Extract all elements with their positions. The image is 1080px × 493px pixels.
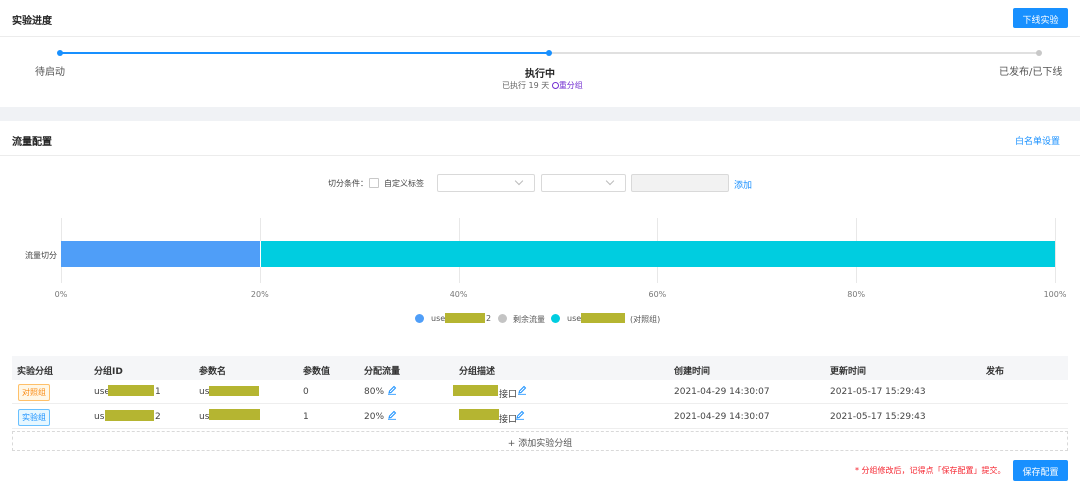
step-dot-published <box>1036 50 1042 56</box>
redacted-block <box>209 386 259 396</box>
edit-pencil-icon[interactable] <box>387 410 397 420</box>
progress-track-remaining <box>550 52 1038 54</box>
x-tick-label: 100% <box>1043 290 1067 299</box>
whitelist-settings-link[interactable]: 白名单设置 <box>1015 137 1061 147</box>
groups-table-header: 实验分组 分组ID 参数名 参数值 分配流量 分组描述 创建时间 更新时间 发布 <box>12 356 1068 380</box>
progress-track-done <box>60 52 550 54</box>
traffic-title: 流量配置 <box>12 137 52 148</box>
step-label-published: 已发布/已下线 <box>999 67 1063 78</box>
chevron-down-icon <box>605 176 615 186</box>
legend-label-control-suffix: (对照组) <box>630 315 661 324</box>
group-id-suffix: 1 <box>155 387 161 397</box>
regroup-label: 重分组 <box>558 81 583 90</box>
col-header-traffic: 分配流量 <box>364 367 401 377</box>
x-tick-label: 0% <box>54 290 68 299</box>
legend-dot-control <box>551 314 560 323</box>
traffic-split-chart: 流量切分 0% 20% 40% 60% 80% 100% <box>0 216 1080 306</box>
divider <box>0 36 1080 37</box>
footer-note: * 分组修改后，记得点「保存配置」提交。 <box>855 465 1006 476</box>
legend-label-group2-prefix: use <box>431 314 446 323</box>
regroup-link[interactable]: 重分组 <box>551 81 583 90</box>
col-header-param-value: 参数值 <box>303 367 331 377</box>
table-row: 对照组 use 1 us 0 80% 接口 2021-04-29 14:30:0… <box>12 380 1068 404</box>
group-desc-suffix: 接口 <box>499 390 518 400</box>
redacted-block <box>105 410 154 421</box>
chart-bar-segment <box>259 241 1055 267</box>
col-header-group: 实验分组 <box>17 367 54 377</box>
step-label-pending: 待启动 <box>35 67 65 78</box>
updated-time: 2021-05-17 15:29:43 <box>830 387 926 397</box>
redacted-block <box>581 313 625 323</box>
custom-tag-checkbox[interactable] <box>369 178 379 188</box>
col-header-updated: 更新时间 <box>830 367 867 377</box>
traffic-panel: 流量配置 白名单设置 切分条件： 自定义标签 添加 流量切分 0% 20% 40% 6… <box>0 121 1080 493</box>
col-header-param-name: 参数名 <box>199 367 227 377</box>
chevron-down-icon <box>514 176 524 186</box>
col-header-desc: 分组描述 <box>459 367 496 377</box>
footer-note-text: * 分组修改后，记得点「保存配置」提交。 <box>855 466 1006 475</box>
edit-pencil-icon[interactable] <box>515 410 525 420</box>
redacted-block <box>209 409 260 420</box>
custom-tag-label: 自定义标签 <box>384 179 424 188</box>
divider <box>0 155 1080 156</box>
redacted-block <box>459 409 499 420</box>
legend-dot-group2 <box>415 314 424 323</box>
table-row: 实验组 us 2 us 1 20% 接口 2021-04-29 14:30:07… <box>12 405 1068 429</box>
created-time: 2021-04-29 14:30:07 <box>674 412 770 422</box>
x-tick-label: 40% <box>449 290 468 299</box>
legend-label-group2-suffix: 2 <box>486 314 492 323</box>
param-value: 0 <box>303 387 309 397</box>
split-condition-label: 切分条件： <box>328 179 368 188</box>
traffic-value: 20% <box>364 412 385 422</box>
chart-gridline <box>1055 218 1056 283</box>
save-config-button[interactable]: 保存配置 <box>1013 460 1068 481</box>
col-header-created: 创建时间 <box>674 367 711 377</box>
x-tick-label: 20% <box>250 290 269 299</box>
running-days-text: 已执行 19 天 <box>502 81 550 90</box>
add-group-button[interactable]: + 添加实验分组 <box>12 431 1068 451</box>
running-days: 已执行 19 天 重分组 <box>502 80 583 91</box>
step-dot-pending <box>57 50 63 56</box>
group-tag-control: 对照组 <box>18 384 50 401</box>
condition-select-2[interactable] <box>541 174 626 192</box>
y-category-label: 流量切分 <box>25 251 57 260</box>
regroup-icon <box>551 82 559 89</box>
param-name-prefix: us <box>199 412 210 422</box>
traffic-value: 80% <box>364 387 385 397</box>
redacted-block <box>453 385 498 396</box>
col-header-publish: 发布 <box>986 367 1005 377</box>
group-id-prefix: use <box>94 387 110 397</box>
redacted-block <box>445 313 485 323</box>
x-tick-label: 60% <box>648 290 667 299</box>
updated-time: 2021-05-17 15:29:43 <box>830 412 926 422</box>
condition-select-1[interactable] <box>437 174 535 192</box>
x-tick-label: 80% <box>847 290 866 299</box>
group-id-suffix: 2 <box>155 412 161 422</box>
edit-pencil-icon[interactable] <box>517 385 527 395</box>
group-tag-experiment: 实验组 <box>18 409 50 426</box>
progress-panel: 实验进度 下线实验 待启动 执行中 已执行 19 天 重分组 已发布/已下线 <box>0 0 1080 107</box>
condition-value-input[interactable] <box>631 174 729 192</box>
param-value: 1 <box>303 412 309 422</box>
created-time: 2021-04-29 14:30:07 <box>674 387 770 397</box>
col-header-id: 分组ID <box>94 367 123 377</box>
group-desc-suffix: 接口 <box>499 415 518 425</box>
legend-label-remaining: 剩余流量 <box>513 315 545 324</box>
legend-label-control-prefix: use <box>567 314 582 323</box>
edit-pencil-icon[interactable] <box>387 385 397 395</box>
section-gap <box>0 107 1080 121</box>
param-name-prefix: us <box>199 387 210 397</box>
step-label-running: 执行中 <box>525 69 555 80</box>
chart-bar-segment <box>61 241 260 267</box>
group-id-prefix: us <box>94 412 105 422</box>
add-condition-link[interactable]: 添加 <box>734 181 753 191</box>
step-dot-running <box>546 50 552 56</box>
offline-experiment-button[interactable]: 下线实验 <box>1013 8 1068 28</box>
progress-title: 实验进度 <box>12 16 52 27</box>
legend-dot-remaining <box>498 314 507 323</box>
redacted-block <box>108 385 154 396</box>
